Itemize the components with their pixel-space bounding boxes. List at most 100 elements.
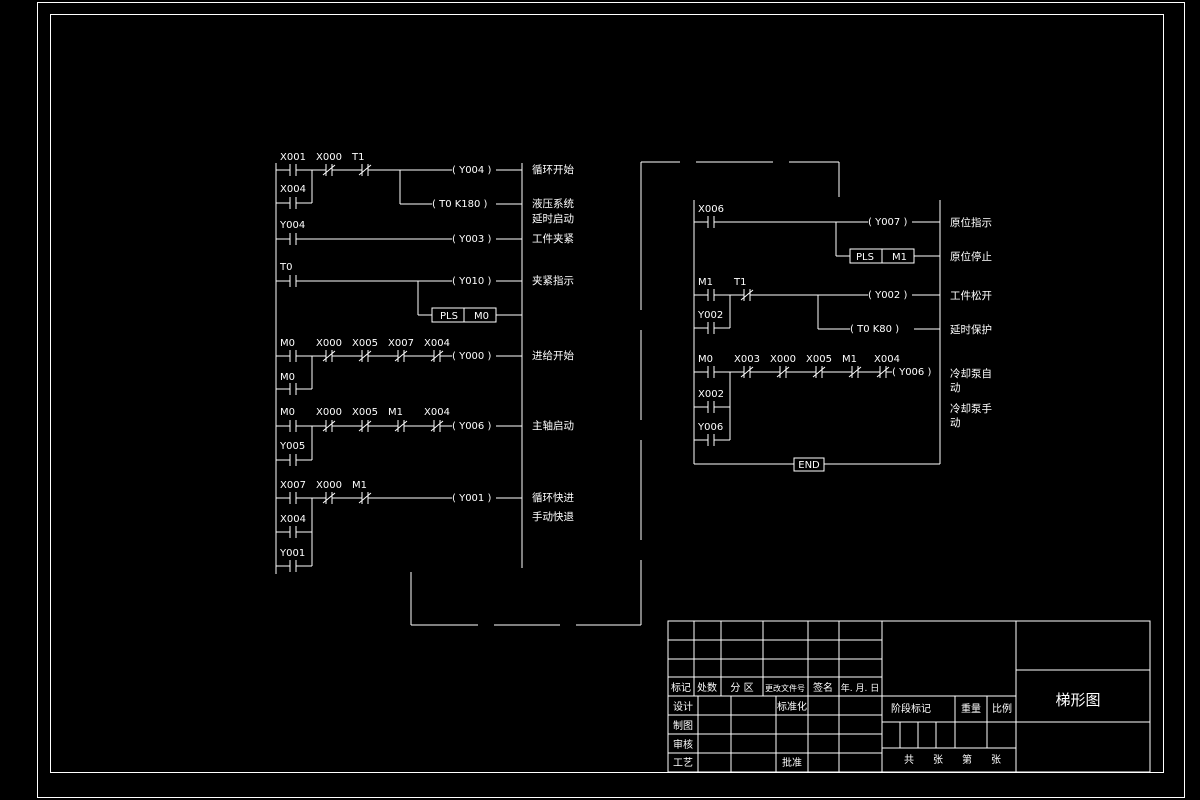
comment-text: 原位指示	[950, 216, 992, 229]
left-ladder: X001 X000 T1 ( Y004 ) 循环开始 X004 ( T0 K18…	[275, 152, 574, 574]
end-instruction: END	[798, 460, 820, 471]
comment-text: 延时保护	[950, 323, 992, 336]
coil-label: ( T0 K80 )	[850, 324, 899, 335]
contact-label: X000	[316, 480, 342, 491]
comment-text: 动	[950, 417, 961, 429]
contact-label: M1	[842, 354, 857, 365]
coil-label: ( Y007 )	[868, 217, 907, 228]
right-rung-1: X006 ( Y007 ) 原位指示 PLS M1 原位停止	[694, 204, 992, 264]
tb-date: 年. 月. 日	[841, 682, 879, 694]
contact-label: X006	[698, 204, 724, 215]
tb-mark: 标记	[671, 682, 691, 694]
title-block: 标记 处数 分 区 更改文件号 签名 年. 月. 日 设计 标准化 制图 审核 …	[667, 620, 1151, 773]
contact-label: M0	[698, 354, 713, 365]
coil-label: ( Y002 )	[868, 290, 907, 301]
comment-text: 循环快进	[532, 491, 574, 504]
contact-label: M1	[698, 277, 713, 288]
tb-zone: 分 区	[730, 682, 753, 694]
tb-total: 共	[904, 754, 914, 766]
contact-label: M0	[280, 338, 295, 349]
contact-label: Y002	[697, 310, 723, 321]
coil-label: ( Y006 )	[892, 367, 931, 378]
contact-label: X003	[734, 354, 760, 365]
tb-page: 第	[962, 753, 972, 766]
rung-4: M0 X000 X005 X007 X004 ( Y000 ) 进给开始 M0	[276, 338, 574, 395]
comment-text: 冷却泵自	[950, 367, 992, 380]
contact-label: X007	[388, 338, 414, 349]
contact-label: X000	[316, 338, 342, 349]
tb-weight: 重量	[961, 702, 981, 715]
right-rung-3: M0 X003 X000 X005 M1 X004 ( Y006 ) 冷却泵自 …	[694, 354, 992, 446]
contact-label: Y001	[279, 548, 305, 559]
instruction-label: PLS	[856, 252, 874, 263]
outer-frame	[37, 2, 1185, 798]
coil-label: ( Y003 )	[452, 234, 491, 245]
instruction-label: M1	[892, 252, 907, 263]
contact-label: X005	[352, 338, 378, 349]
contact-label: X000	[316, 407, 342, 418]
rung-3: T0 ( Y010 ) 夹紧指示 PLS M0	[276, 262, 574, 323]
contact-label: Y006	[697, 422, 723, 433]
tb-sheets: 张	[933, 754, 943, 766]
contact-label: M0	[280, 407, 295, 418]
drawing-title: 梯形图	[1055, 691, 1100, 709]
contact-label: X004	[280, 514, 306, 525]
contact-label: X004	[424, 407, 450, 418]
rung-1: X001 X000 T1 ( Y004 ) 循环开始 X004 ( T0 K18…	[276, 152, 574, 225]
tb-sign: 签名	[813, 681, 833, 694]
tb-sheet: 张	[991, 754, 1001, 766]
comment-text: 主轴启动	[532, 419, 574, 432]
right-rung-2: M1 T1 ( Y002 ) 工件松开 Y002 ( T0 K80 ) 延时保护	[694, 277, 992, 336]
tb-process: 工艺	[673, 757, 693, 769]
inner-frame	[50, 14, 1164, 773]
comment-text: 夹紧指示	[532, 274, 574, 287]
coil-label: ( Y001 )	[452, 493, 491, 504]
contact-label: X000	[770, 354, 796, 365]
tb-design: 设计	[673, 700, 693, 713]
coil-label: ( Y010 )	[452, 276, 491, 287]
tb-stage: 阶段标记	[891, 702, 931, 715]
comment-text: 进给开始	[532, 349, 574, 362]
contact-label: X005	[352, 407, 378, 418]
coil-label: ( Y000 )	[452, 351, 491, 362]
contact-label: X005	[806, 354, 832, 365]
comment-text: 冷却泵手	[950, 402, 992, 415]
contact-label: Y005	[279, 441, 305, 452]
coil-label: ( Y006 )	[452, 421, 491, 432]
contact-label: X004	[424, 338, 450, 349]
contact-label: X004	[280, 184, 306, 195]
comment-text: 循环开始	[532, 163, 574, 176]
right-ladder: END X006 ( Y007 ) 原位指示 PLS M1 原位停止 M1 T1	[693, 200, 992, 472]
contact-label: X002	[698, 389, 724, 400]
comment-text: 动	[950, 382, 961, 394]
tb-check: 审核	[673, 738, 693, 751]
sheet-connector	[410, 161, 840, 626]
contact-label: X001	[280, 152, 306, 163]
contact-label: T1	[351, 152, 364, 163]
contact-label: M1	[388, 407, 403, 418]
contact-label: Y004	[279, 220, 305, 231]
comment-text: 原位停止	[950, 250, 992, 263]
contact-label: T0	[279, 262, 292, 273]
comment-text: 手动快退	[532, 510, 574, 523]
contact-label: M0	[280, 372, 295, 383]
contact-label: T1	[733, 277, 746, 288]
comment-text: 工件夹紧	[532, 232, 574, 245]
comment-text: 延时启动	[532, 212, 574, 225]
rung-5: M0 X000 X005 M1 X004 ( Y006 ) 主轴启动 Y005	[276, 407, 574, 466]
instruction-label: M0	[474, 311, 489, 322]
contact-label: X004	[874, 354, 900, 365]
contact-label: M1	[352, 480, 367, 491]
instruction-label: PLS	[440, 311, 458, 322]
comment-text: 工件松开	[950, 289, 992, 302]
tb-draw: 制图	[673, 719, 693, 732]
tb-approve: 批准	[782, 756, 802, 769]
contact-label: X007	[280, 480, 306, 491]
contact-label: X000	[316, 152, 342, 163]
rung-6: X007 X000 M1 ( Y001 ) 循环快进 手动快退 X004 Y00…	[276, 480, 574, 572]
tb-standard: 标准化	[777, 700, 807, 713]
tb-doc: 更改文件号	[765, 683, 805, 693]
coil-label: ( T0 K180 )	[432, 199, 488, 210]
tb-qty: 处数	[697, 681, 717, 694]
